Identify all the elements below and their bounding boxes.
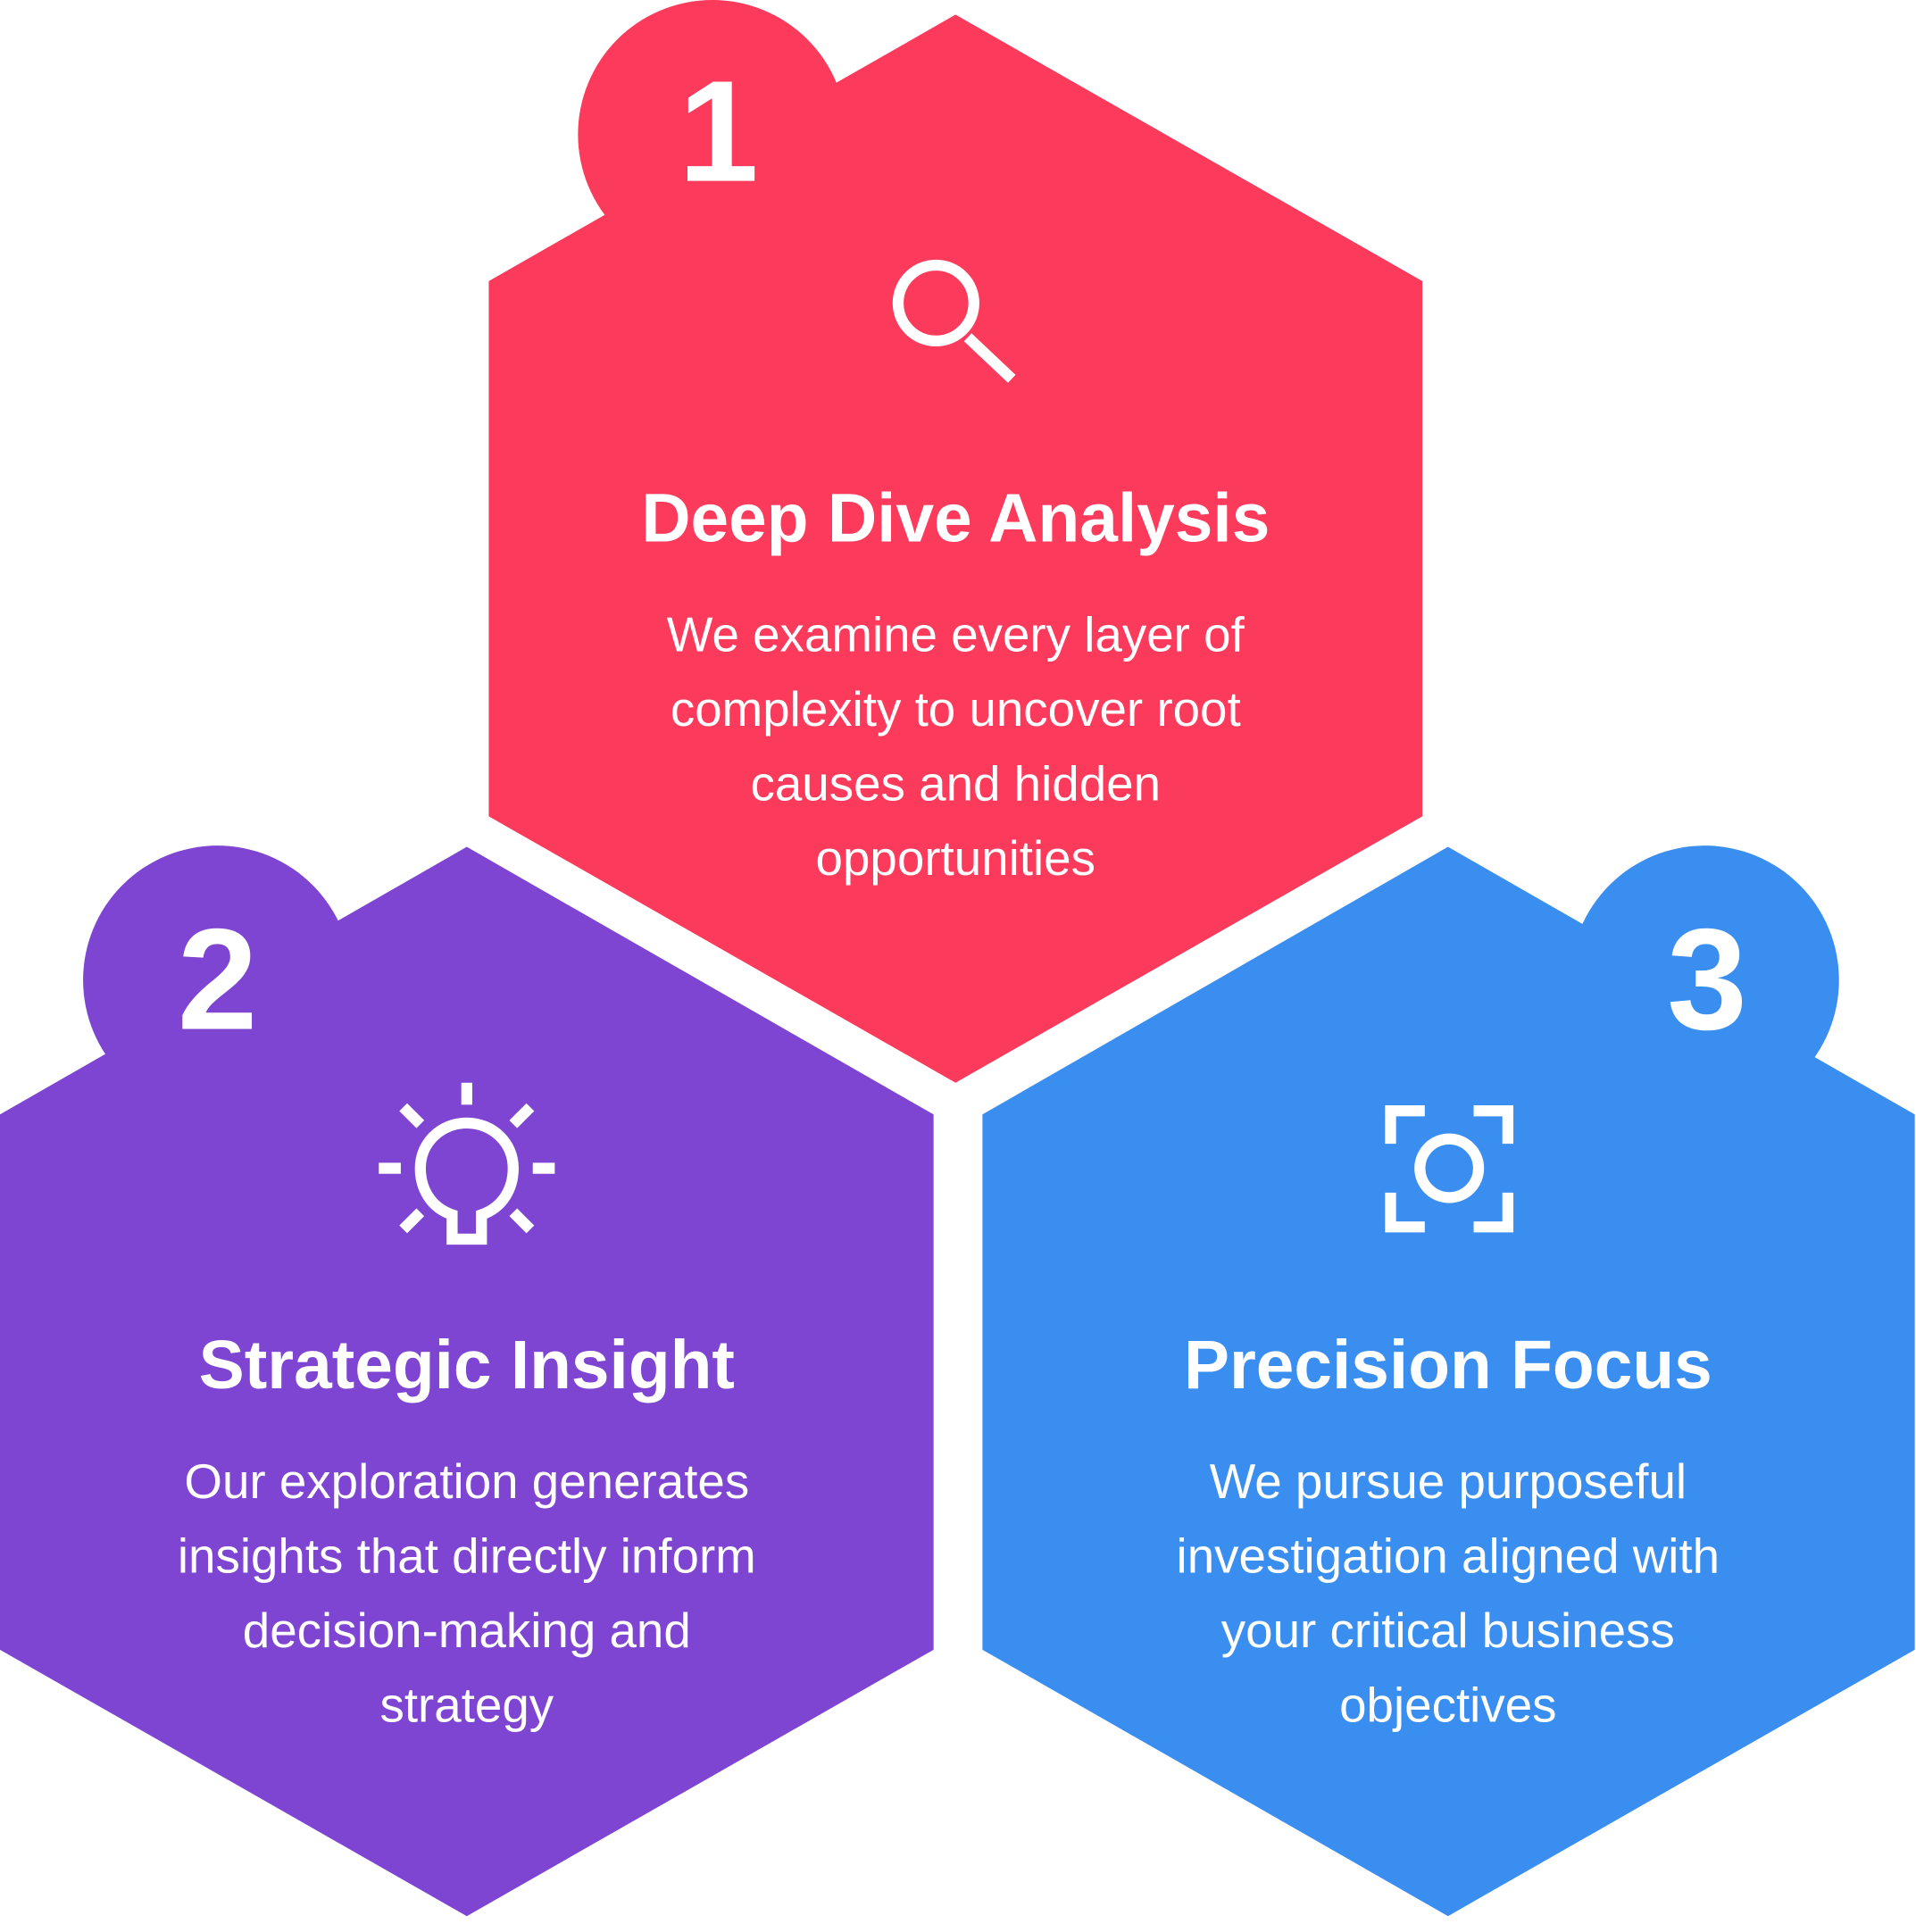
hexagon (0, 846, 934, 1917)
card-line: decision-making and (243, 1603, 691, 1658)
lightbulb-icon (379, 1082, 555, 1245)
card-title: Deep Dive Analysis (641, 480, 1270, 556)
hexagon (982, 846, 1915, 1917)
focus-camera-icon (1385, 1105, 1514, 1233)
card-deep-dive-analysis: 1 Deep Dive Analysis We examine every la… (488, 0, 1423, 1083)
card-number: 1 (679, 52, 759, 212)
card-line: We pursue purposeful (1210, 1453, 1687, 1509)
card-line: objectives (1339, 1678, 1556, 1733)
card-line: opportunities (816, 830, 1095, 886)
magnifier-icon (892, 259, 1016, 383)
card-title: Precision Focus (1184, 1328, 1712, 1403)
card-line: insights that directly inform (178, 1528, 756, 1584)
card-line: investigation aligned with (1177, 1528, 1720, 1584)
card-line: strategy (379, 1678, 554, 1733)
card-strategic-insight: 2 Strategic Insight Our exploration gene… (0, 845, 934, 1917)
card-line: Our exploration generates (184, 1453, 749, 1509)
card-line: We examine every layer of (667, 607, 1245, 662)
card-number: 2 (178, 899, 258, 1060)
card-line: complexity to uncover root (671, 681, 1241, 737)
hexagon (488, 14, 1423, 1083)
card-title: Strategic Insight (199, 1328, 735, 1403)
card-line: your critical business (1221, 1603, 1675, 1658)
card-number: 3 (1667, 899, 1747, 1060)
card-line: causes and hidden (751, 756, 1162, 812)
card-precision-focus: 3 Precision Focus We pursue purposeful i… (982, 845, 1915, 1917)
